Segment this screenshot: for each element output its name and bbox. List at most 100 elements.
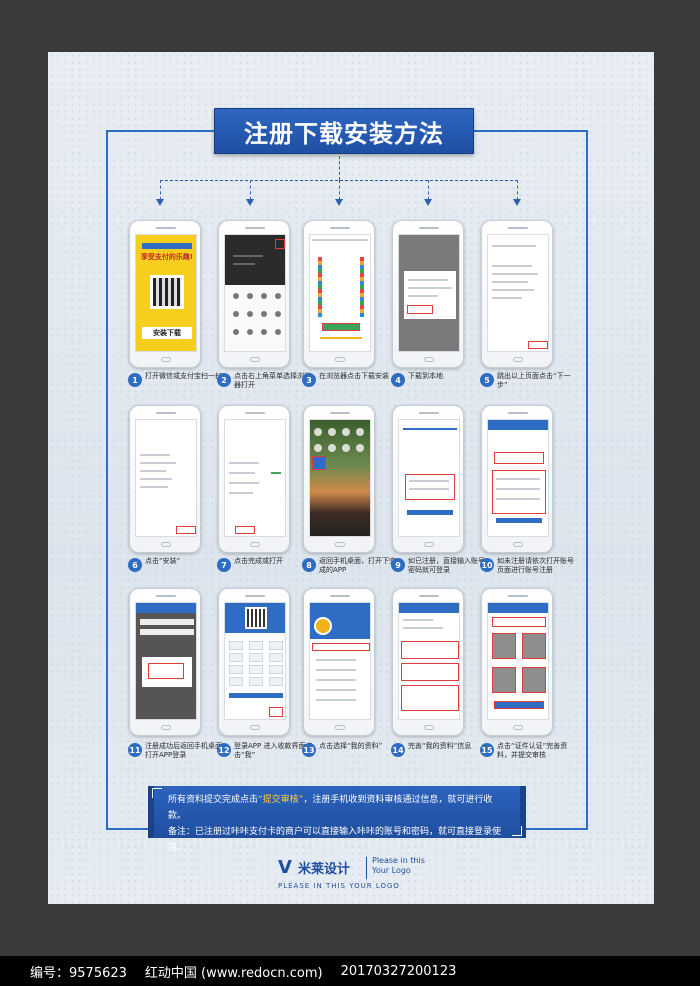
- speaker-icon: [419, 412, 439, 414]
- home-button-icon: [335, 725, 345, 730]
- phone-screen: [487, 419, 549, 537]
- home-button-icon: [161, 357, 171, 362]
- home-button-icon: [424, 542, 434, 547]
- home-button-icon: [335, 542, 345, 547]
- page-title: 注册下载安装方法: [214, 108, 474, 154]
- connector-line: [339, 156, 340, 180]
- logo-mark-icon: V: [278, 857, 292, 878]
- phone-screen: [135, 602, 197, 720]
- notice-line-1: 所有资料提交完成点击“提交审核”，注册手机收到资料审核通过信息，就可进行收款。: [168, 795, 493, 821]
- home-button-icon: [161, 725, 171, 730]
- next-button-highlight: [528, 341, 548, 349]
- speaker-icon: [330, 595, 350, 597]
- info-highlight: [401, 663, 459, 681]
- phone-screen: [309, 234, 371, 352]
- download-dialog: [404, 271, 456, 319]
- home-button-icon: [513, 357, 523, 362]
- connector-line: [250, 180, 251, 200]
- qr-code-icon: [150, 275, 184, 309]
- phone-screen: [309, 419, 371, 537]
- speaker-icon: [419, 227, 439, 229]
- home-button-icon: [335, 357, 345, 362]
- divider: [366, 857, 367, 879]
- phone-screen: [398, 602, 460, 720]
- corner-mark-icon: [512, 826, 522, 836]
- id-photo-placeholder: [492, 667, 516, 693]
- phone-screen: [224, 234, 286, 352]
- image-id: 编号：9575623: [30, 965, 127, 981]
- phone-screen: [487, 602, 549, 720]
- qr-code-icon: [245, 607, 267, 629]
- speaker-icon: [245, 227, 265, 229]
- footer-bar: 编号：9575623 红动中国 (www.redocn.com) 2017032…: [0, 956, 700, 986]
- id-photo-placeholder: [522, 633, 546, 659]
- phone-screen: [224, 602, 286, 720]
- phone-step-2: [218, 220, 290, 368]
- speaker-icon: [156, 412, 176, 414]
- arrow-down-icon: [513, 199, 521, 206]
- id-photo-placeholder: [492, 633, 516, 659]
- phone-step-13: [303, 588, 375, 736]
- home-button-icon: [424, 725, 434, 730]
- download-highlight: [407, 305, 433, 314]
- share-panel: [225, 285, 285, 351]
- home-button-icon: [250, 357, 260, 362]
- download-button-highlight: [322, 323, 360, 331]
- phone-step-11: [129, 588, 201, 736]
- speaker-icon: [330, 412, 350, 414]
- login-form-highlight: [405, 474, 455, 500]
- connector-line: [428, 180, 429, 200]
- arrow-down-icon: [156, 199, 164, 206]
- phone-step-15: [481, 588, 553, 736]
- arrow-down-icon: [335, 199, 343, 206]
- speaker-icon: [245, 412, 265, 414]
- phone-step-3: [303, 220, 375, 368]
- phone-screen: [398, 419, 460, 537]
- home-button-icon: [250, 725, 260, 730]
- info-highlight: [401, 685, 459, 711]
- home-button-icon: [250, 542, 260, 547]
- speaker-icon: [156, 595, 176, 597]
- info-highlight: [401, 641, 459, 659]
- dialog: [142, 657, 192, 687]
- phone-step-7: [218, 405, 290, 553]
- speaker-icon: [508, 412, 528, 414]
- done-button-highlight: [235, 526, 255, 534]
- install-button-highlight: [176, 526, 196, 534]
- speaker-icon: [419, 595, 439, 597]
- phone-step-14: [392, 588, 464, 736]
- home-button-icon: [513, 542, 523, 547]
- phone-step-4: [392, 220, 464, 368]
- screen-headline: 享受支付的乐趣!: [140, 253, 194, 261]
- phone-step-6: [129, 405, 201, 553]
- phone-step-10: [481, 405, 553, 553]
- phone-screen: [398, 234, 460, 352]
- home-button-icon: [513, 725, 523, 730]
- notice-box: 所有资料提交完成点击“提交审核”，注册手机收到资料审核通过信息，就可进行收款。 …: [148, 786, 526, 853]
- phone-step-8: [303, 405, 375, 553]
- speaker-icon: [245, 595, 265, 597]
- connector-line: [339, 180, 340, 200]
- arrow-down-icon: [424, 199, 432, 206]
- banner: [142, 243, 192, 249]
- phone-step-9: [392, 405, 464, 553]
- phone-step-1: 享受支付的乐趣! 安装下载: [129, 220, 201, 368]
- register-form-highlight: [492, 470, 546, 514]
- home-button-icon: [424, 357, 434, 362]
- connector-line: [517, 180, 518, 200]
- logo-name: 米莱设计: [298, 862, 351, 877]
- me-tab-highlight: [269, 707, 283, 717]
- register-highlight: [494, 452, 544, 464]
